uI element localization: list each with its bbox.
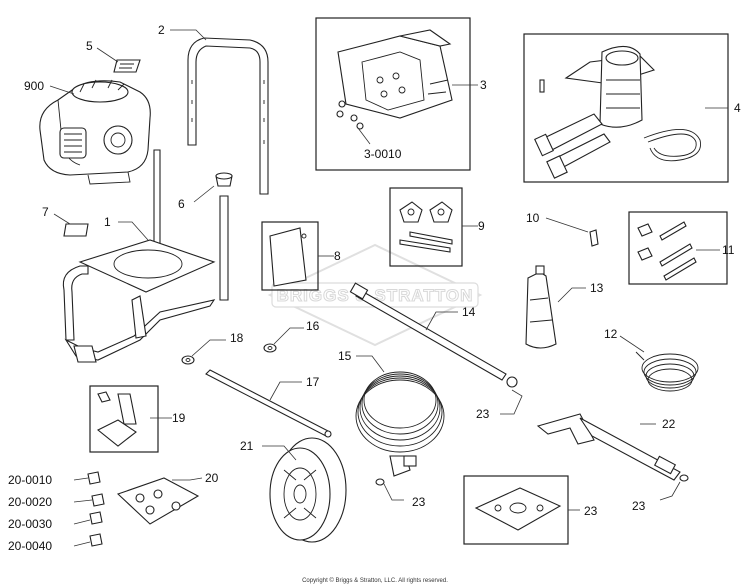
leader-3-0010 — [357, 127, 371, 145]
label-4: 4 — [734, 101, 741, 115]
label-23b: 23 — [412, 495, 426, 509]
box-19 — [89, 385, 159, 453]
label-5: 5 — [86, 39, 93, 53]
label-14: 14 — [462, 305, 476, 319]
valve-kit-part — [116, 477, 200, 525]
label-20-0030: 20-0030 — [8, 517, 52, 531]
label-1: 1 — [104, 215, 111, 229]
label-900: 900 — [24, 79, 44, 93]
label-17: 17 — [306, 375, 320, 389]
box-9 — [389, 187, 463, 267]
valve-item-0030 — [89, 511, 103, 525]
leader-14 — [425, 311, 458, 331]
bolts-part — [637, 221, 697, 281]
leader-10 — [545, 217, 589, 233]
leader-15 — [356, 355, 385, 373]
leader-20-0010 — [73, 477, 89, 481]
label-18: 18 — [230, 331, 244, 345]
leader-1 — [118, 221, 149, 241]
label-9: 9 — [478, 219, 485, 233]
leader-23d — [659, 481, 681, 501]
spray-gun-part — [536, 413, 681, 481]
leader-12 — [619, 335, 645, 353]
leader-20-0040 — [73, 541, 91, 547]
leader-20-0020 — [73, 499, 93, 503]
knob-part — [399, 201, 453, 253]
leader-16 — [273, 327, 304, 345]
decal-part — [113, 59, 141, 73]
label-3-0010: 3-0010 — [364, 147, 402, 161]
leader-7 — [53, 213, 71, 225]
label-23d: 23 — [632, 499, 646, 513]
leader-900 — [49, 85, 75, 95]
label-2: 2 — [158, 23, 165, 37]
cover-part — [525, 265, 557, 349]
label-12: 12 — [604, 327, 618, 341]
bracket-part — [96, 391, 137, 447]
label-23a: 23 — [476, 407, 490, 421]
leader-21 — [262, 445, 297, 461]
box-3 — [315, 17, 471, 171]
label-21: 21 — [240, 439, 254, 453]
label-20-0040: 20-0040 — [8, 539, 52, 553]
label-3: 3 — [480, 78, 487, 92]
leader-2 — [170, 29, 207, 41]
manifold-part — [336, 29, 453, 130]
oring-23b — [375, 478, 385, 486]
decal-8-part — [269, 227, 307, 287]
seal-kit-part — [474, 487, 562, 531]
watermark-text: BRIGGS & STRATTON — [277, 286, 474, 305]
valve-item-0020 — [91, 493, 105, 507]
label-11: 11 — [722, 243, 735, 257]
pin-part — [589, 229, 599, 247]
leader-23b — [383, 483, 404, 501]
leader-20-0030 — [73, 519, 91, 525]
label-13: 13 — [590, 281, 604, 295]
oring-23d — [679, 474, 689, 482]
label-19: 19 — [172, 411, 186, 425]
handle-part — [187, 37, 269, 195]
label-16: 16 — [306, 319, 320, 333]
leader-20 — [172, 477, 203, 481]
leader-6 — [193, 185, 215, 203]
label-10: 10 — [526, 211, 540, 225]
label-20-0020: 20-0020 — [8, 495, 52, 509]
frame-part — [62, 149, 229, 363]
label-7: 7 — [42, 205, 49, 219]
leader-17 — [269, 381, 302, 401]
leader-18 — [191, 339, 226, 357]
leader-5 — [96, 47, 119, 63]
label-23c: 23 — [584, 504, 598, 518]
engine-part — [39, 79, 151, 185]
hose-part — [355, 371, 445, 477]
label-15: 15 — [338, 349, 352, 363]
valve-item-0040 — [89, 533, 103, 547]
watermark: BRIGGS & STRATTON — [267, 243, 483, 347]
cap-part — [215, 172, 233, 187]
lance-part — [349, 282, 518, 388]
valve-item-0010 — [87, 471, 101, 485]
hose-coil-part — [635, 351, 699, 392]
washer-16-part — [263, 343, 277, 353]
pump-part — [534, 45, 702, 179]
wheel-part — [269, 437, 347, 543]
label-20: 20 — [205, 471, 219, 485]
label-6: 6 — [178, 197, 185, 211]
decal-7-part — [63, 223, 89, 237]
leader-23a — [500, 389, 523, 415]
leader-13 — [557, 287, 586, 303]
label-22: 22 — [662, 417, 676, 431]
rod-part — [205, 369, 332, 438]
box-11 — [628, 211, 728, 285]
washer-18-part — [181, 355, 195, 365]
copyright-text: Copyright © Briggs & Stratton, LLC. All … — [302, 577, 448, 584]
label-8: 8 — [334, 249, 341, 263]
label-20-0010: 20-0010 — [8, 473, 52, 487]
